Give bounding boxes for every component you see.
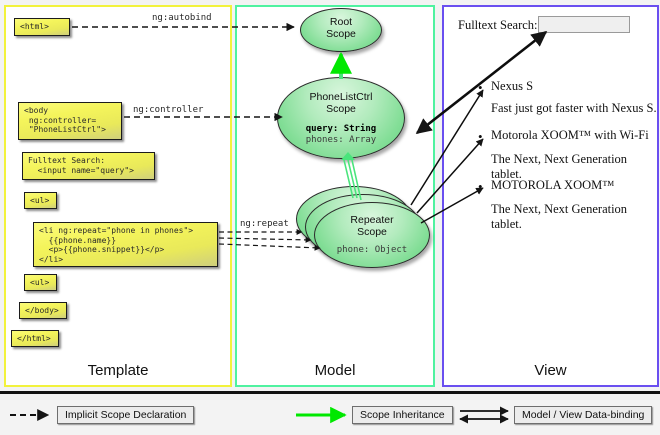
view-phone-snippet-2: The Next, Next Generation tablet. [491, 202, 628, 231]
scope-root-title-1: Root [329, 16, 353, 28]
scope-repeater-prop-phone: phone: Object [336, 245, 408, 255]
scope-ctrl-title-2: Scope [326, 103, 356, 115]
bullet-dot-icon: • [478, 179, 483, 194]
code-box-ul-open: <ul> [24, 192, 57, 209]
legend-arrow-databinding [459, 406, 509, 424]
code-box-li-repeat: <li ng:repeat="phone in phones"> {{phone… [33, 222, 218, 267]
panel-view: View [442, 5, 659, 387]
view-search-input[interactable] [538, 16, 630, 33]
view-phone-name-text-0: Nexus S [491, 79, 534, 93]
legend-label-model-view-data-binding: Model / View Data-binding [514, 406, 653, 424]
arrow-label-ng-autobind: ng:autobind [152, 13, 212, 23]
arrow-label-ng-repeat: ng:repeat [240, 219, 289, 229]
panel-view-title: View [534, 362, 567, 379]
scope-repeater-title-1: Repeater [350, 214, 394, 226]
scope-ctrl-title-1: PhoneListCtrl [309, 91, 373, 103]
code-box-html-open: <html> [14, 18, 70, 36]
bullet-dot-icon: • [478, 129, 483, 144]
scope-phonelistctrl: PhoneListCtrl Scope query: String phones… [277, 77, 405, 159]
panel-model: Model [235, 5, 435, 387]
legend-divider [0, 391, 660, 394]
panel-template-title: Template [87, 362, 149, 379]
bullet-dot-icon: • [478, 80, 483, 95]
view-phone-snippet-0: Fast just got faster with Nexus S. [491, 101, 657, 115]
code-box-body-close: </body> [19, 302, 67, 319]
view-phone-name-1: • Motorola XOOM™ with Wi-Fi [478, 128, 649, 144]
scope-ctrl-prop-query: query: String [305, 124, 377, 134]
view-phone-name-text-2: MOTOROLA XOOM™ [491, 178, 615, 192]
legend-label-implicit-scope-declaration: Implicit Scope Declaration [57, 406, 195, 424]
code-box-html-close: </html> [11, 330, 59, 347]
code-box-fulltext-search: Fulltext Search: <input name="query"> [22, 152, 155, 180]
view-phone-name-0: • Nexus S [478, 79, 534, 95]
legend-label-scope-inheritance: Scope Inheritance [352, 406, 453, 424]
scope-root: Root Scope [300, 8, 382, 52]
scope-ctrl-prop-phones: phones: Array [305, 134, 377, 145]
scope-root-title-2: Scope [326, 28, 356, 40]
view-phone-name-text-1: Motorola XOOM™ with Wi-Fi [491, 128, 649, 142]
view-phone-name-2: • MOTOROLA XOOM™ [478, 178, 615, 194]
code-box-ul-close: <ul> [24, 274, 57, 291]
arrow-label-ng-controller: ng:controller [133, 105, 204, 115]
panel-model-title: Model [314, 362, 356, 379]
code-box-body-open: <body ng:controller= "PhoneListCtrl"> [18, 102, 122, 140]
scope-repeater: Repeater Scope phone: Object [314, 202, 430, 268]
view-search-label: Fulltext Search: [458, 18, 538, 32]
scope-repeater-title-2: Scope [357, 226, 387, 238]
view-phone-snippet-1: The Next, Next Generation tablet. [491, 152, 628, 181]
